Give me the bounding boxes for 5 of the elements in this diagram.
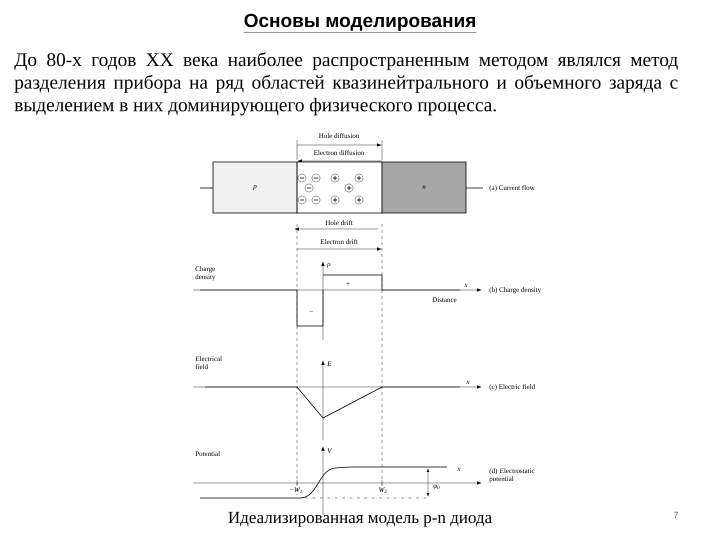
page-number: 7 — [674, 512, 678, 518]
caption: Идеализированная модель p-n диода — [228, 512, 492, 527]
title: Основы моделирования — [244, 14, 476, 33]
paragraph: До 80-х годов XX века наиболее распространенным методом являлся метод разделения прибора на ряд областей квазинейтрального и объемного заряда с выделением в них доминирующего физического процесса. — [14, 52, 678, 116]
depletion-region — [296, 162, 382, 214]
